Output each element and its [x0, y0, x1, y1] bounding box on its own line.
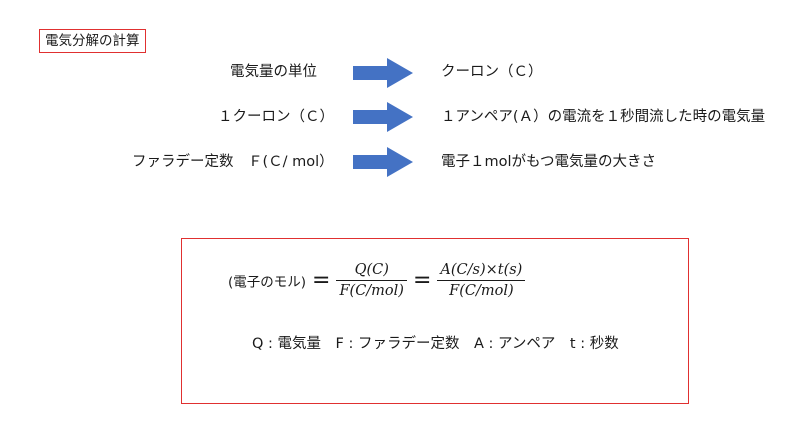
fraction-numerator: A(C/s)×t(s)	[437, 262, 526, 281]
formula-box	[181, 238, 689, 404]
row3-right-label: 電子１molがもつ電気量の大きさ	[441, 154, 656, 170]
fraction-denominator: F(C/mol)	[339, 283, 404, 299]
row1-right-label: クーロン（Ｃ）	[441, 64, 543, 80]
fraction-current-time-over-faraday: A(C/s)×t(s) F(C/mol)	[437, 262, 526, 299]
fraction-denominator: F(C/mol)	[449, 283, 514, 299]
right-arrow-icon	[353, 58, 413, 88]
right-arrow-icon	[353, 102, 413, 132]
formula: (電子のモル) = Q(C) F(C/mol) = A(C/s)×t(s) F(C/mol)	[228, 262, 526, 299]
formula-lhs: (電子のモル)	[228, 274, 307, 291]
fraction-numerator: Q(C)	[336, 262, 407, 281]
page-title: 電気分解の計算	[39, 29, 146, 53]
equals-sign: =	[412, 268, 432, 293]
row2-left-label: １クーロン（Ｃ）	[218, 109, 334, 125]
row3-left-label: ファラデー定数 Ｆ(Ｃ/ mol）	[132, 154, 334, 170]
right-arrow-icon	[353, 147, 413, 177]
variable-legend: Q : 電気量 F : ファラデー定数 A : アンペア t : 秒数	[252, 336, 619, 352]
row2-right-label: １アンペア(Ａ）の電流を１秒間流した時の電気量	[441, 109, 766, 125]
equals-sign: =	[312, 268, 331, 293]
row1-left-label: 電気量の単位	[230, 64, 317, 80]
fraction-charge-over-faraday: Q(C) F(C/mol)	[336, 262, 407, 299]
